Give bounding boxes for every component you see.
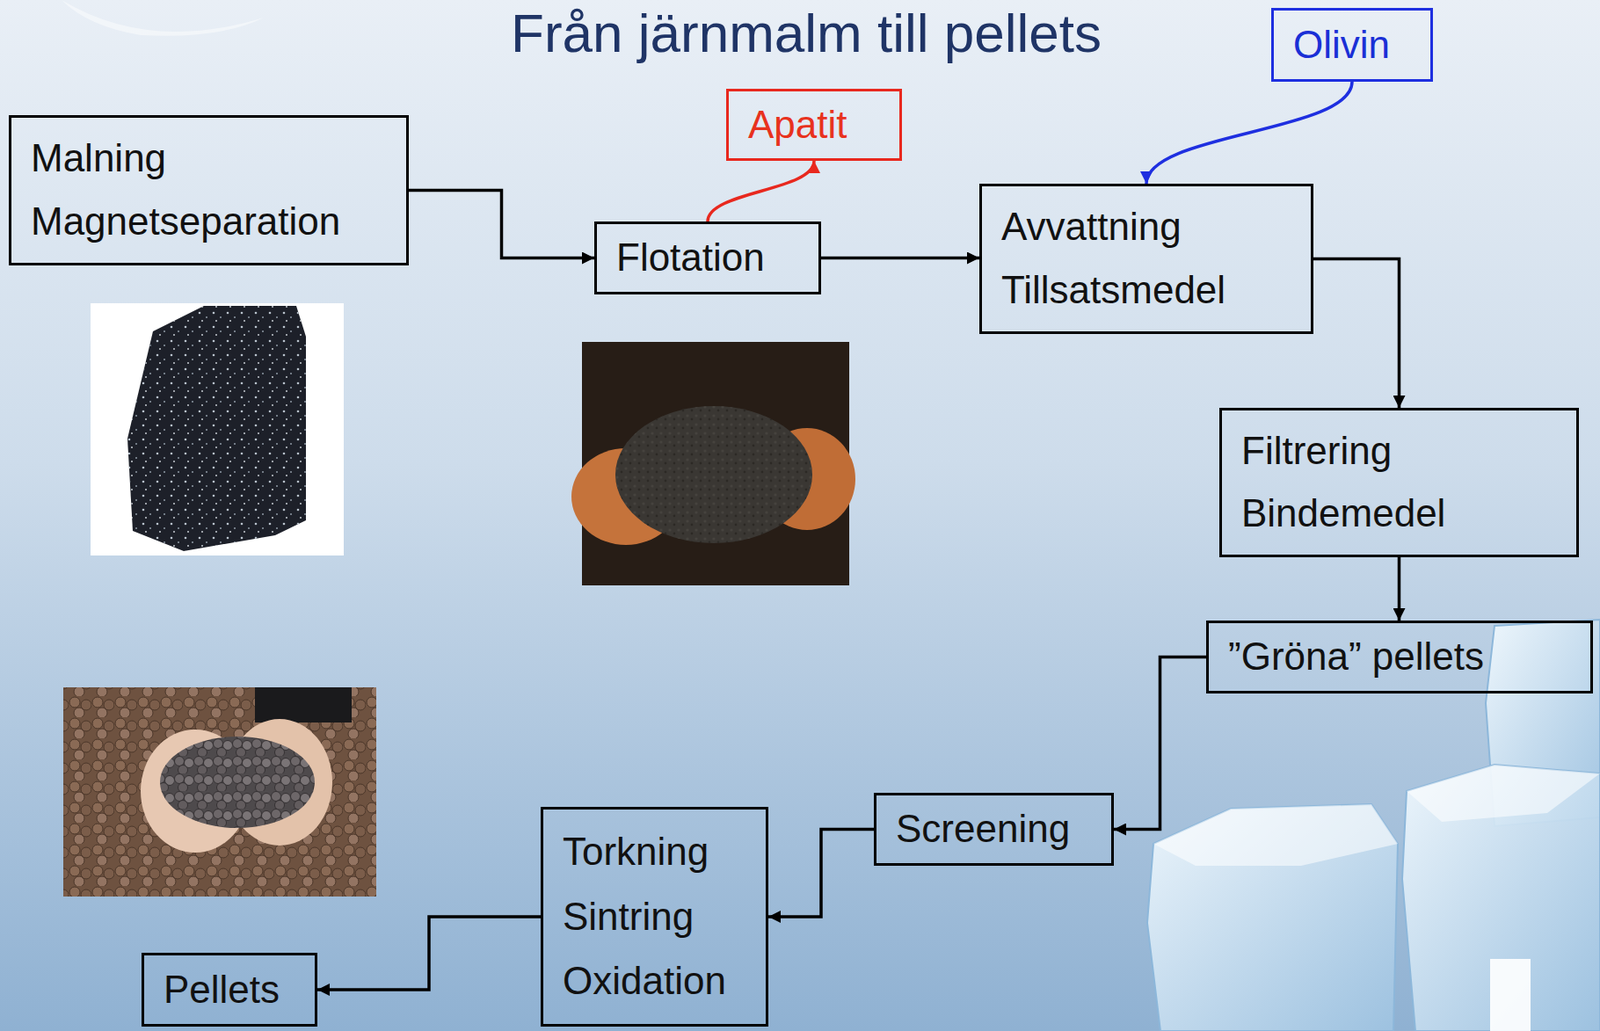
process-box: TorkningSintringOxidation (540, 807, 769, 1027)
flow-arrow (768, 829, 874, 918)
box-text: Sintring (562, 894, 747, 940)
concentrate-texture (615, 406, 813, 544)
process-box: ”Gröna” pellets (1206, 620, 1593, 694)
flow-arrow (1113, 657, 1207, 830)
ore-rock-sparkle (127, 305, 306, 552)
process-box: Flotation (594, 221, 822, 295)
process-box: AvvattningTillsatsmedel (979, 183, 1314, 335)
process-box: Pellets (141, 952, 318, 1027)
box-text: Olivin (1293, 22, 1411, 68)
box-text: Oxidation (562, 959, 747, 1004)
flow-arrow (821, 256, 980, 261)
process-box: Screening (873, 792, 1114, 866)
box-text: Pellets (163, 967, 296, 1013)
flow-arrow (317, 916, 541, 990)
ice-cube (1402, 764, 1600, 1031)
slide-title: Från järnmalm till pellets (503, 2, 1109, 64)
sleeve (254, 687, 352, 723)
logo-mark (1490, 959, 1531, 1031)
box-text: Avvattning (1001, 204, 1292, 250)
logo-mark (61, 0, 264, 37)
box-text: Flotation (616, 235, 800, 281)
connector-group (317, 81, 1400, 990)
box-text: Bindemedel (1241, 491, 1557, 537)
photo-ground (63, 687, 377, 897)
flow-arrow (1397, 557, 1402, 621)
box-text: Magnetseparation (30, 199, 387, 245)
box-text: Filtrering (1241, 429, 1557, 474)
output-box: Apatit (726, 88, 902, 161)
box-text: Apatit (748, 102, 880, 148)
ore-rock (127, 305, 306, 552)
photo-ground (90, 303, 344, 556)
flow-arrow (1146, 81, 1353, 184)
process-box: MalningMagnetseparation (8, 115, 409, 266)
flow-arrow (408, 190, 595, 259)
photo-ground (581, 341, 850, 586)
flow-arrow (1313, 259, 1400, 409)
box-text: Malning (30, 136, 387, 182)
ice-cube (1147, 804, 1398, 1031)
flow-arrow (707, 160, 815, 222)
pellet-handful (160, 736, 315, 829)
concentrate-pile (615, 406, 813, 544)
ice-face (1153, 804, 1398, 866)
ice-face (1406, 764, 1600, 822)
box-text: Torkning (562, 829, 747, 875)
input-box: Olivin (1271, 7, 1433, 82)
box-text: Tillsatsmedel (1001, 268, 1292, 313)
box-text: ”Gröna” pellets (1228, 634, 1571, 680)
box-text: Screening (895, 807, 1092, 852)
process-box: FiltreringBindemedel (1219, 407, 1579, 558)
